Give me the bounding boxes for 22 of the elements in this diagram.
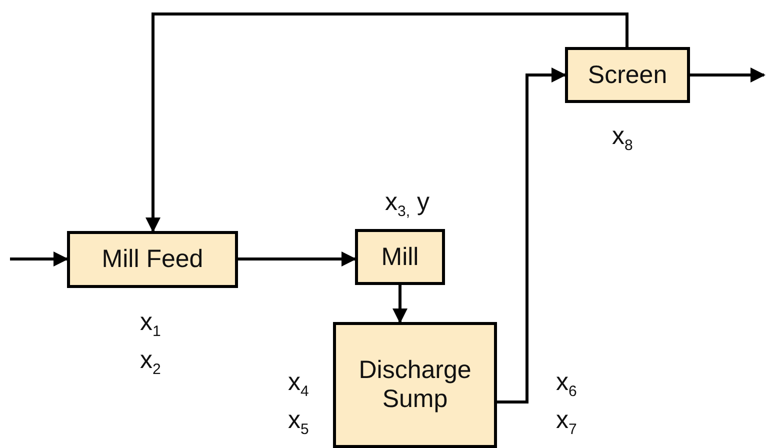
arrow — [690, 68, 766, 82]
box-label: Mill Feed — [102, 245, 204, 274]
arrow — [10, 252, 68, 266]
variable-label: x$_{5}$ — [288, 408, 309, 437]
box-label: Discharge Sump — [358, 356, 472, 413]
arrow — [497, 68, 566, 404]
arrow — [146, 12, 628, 232]
process-box — [333, 322, 497, 448]
process-box — [67, 231, 238, 288]
variable-label: x$_{3,}$ y — [385, 190, 430, 219]
variable-label: x$_{1}$ — [140, 310, 161, 339]
box-label: Screen — [588, 60, 668, 89]
arrow — [392, 285, 408, 324]
process-box — [355, 229, 445, 285]
process-box — [565, 47, 690, 103]
variable-label: x$_{2}$ — [140, 348, 161, 377]
variable-label: x$_{8}$ — [612, 124, 633, 153]
box-label: Mill — [381, 242, 419, 271]
variable-label: x$_{6}$ — [556, 370, 577, 399]
variable-label: x$_{7}$ — [556, 408, 577, 437]
variable-label: x$_{4}$ — [288, 370, 309, 399]
arrow — [238, 252, 356, 266]
